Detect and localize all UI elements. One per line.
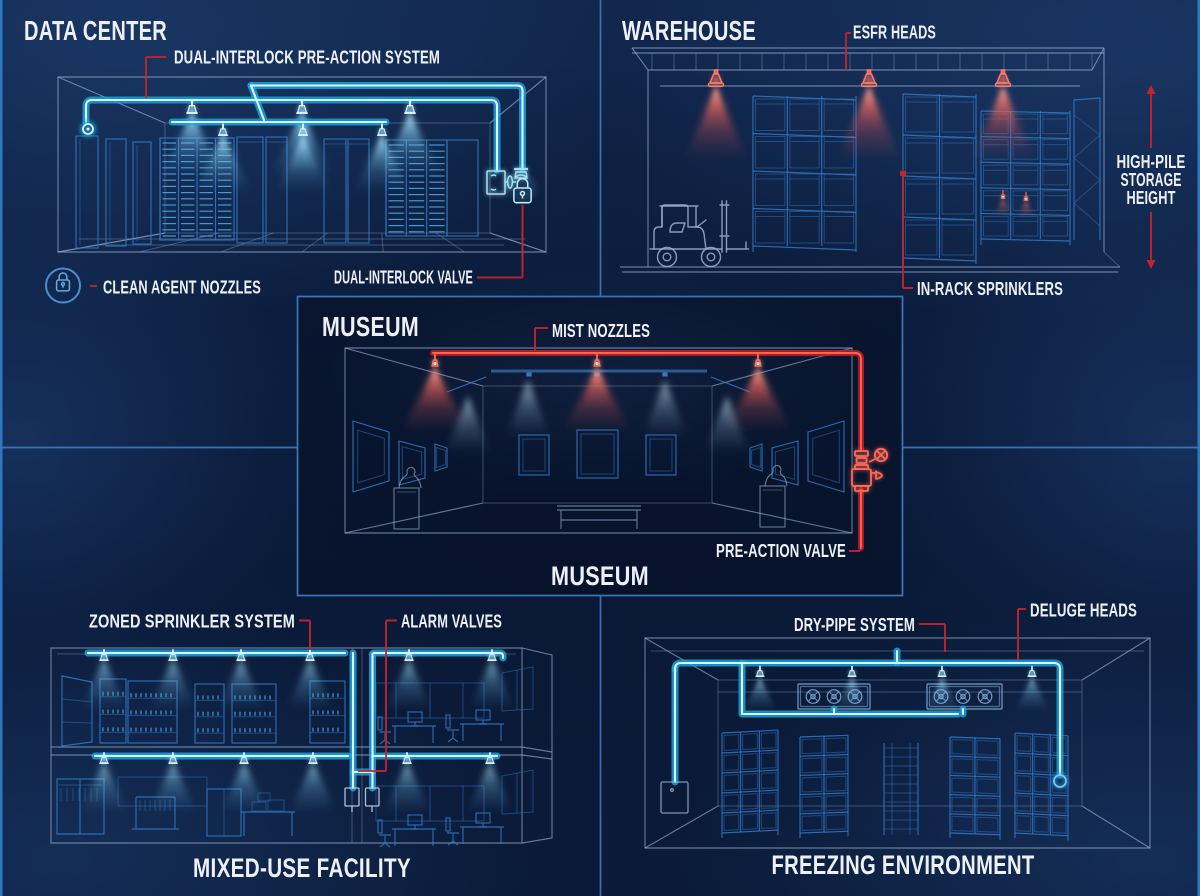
warehouse-pointer-lines xyxy=(845,32,1156,289)
label-high-pile-line1: HIGH-PILE xyxy=(1117,151,1186,172)
label-zoned-sprinkler-system: ZONED SPRINKLER SYSTEM xyxy=(89,611,295,632)
warehouse-room-illustration xyxy=(620,47,1121,273)
label-alarm-valves: ALARM VALVES xyxy=(401,611,502,632)
mixed-use-caption: MIXED-USE FACILITY xyxy=(193,853,411,883)
label-dry-pipe-system: DRY-PIPE SYSTEM xyxy=(794,614,915,635)
warehouse-storage-racks xyxy=(752,93,1101,264)
panel-freezing: DRY-PIPE SYSTEM DELUGE HEADS FREEZING EN… xyxy=(644,600,1151,880)
mixed-use-pipes xyxy=(84,649,507,812)
museum-mist-nozzle-heads xyxy=(431,352,762,367)
label-dual-interlock-pre-action-system: DUAL-INTERLOCK PRE-ACTION SYSTEM xyxy=(174,47,440,68)
museum-spray-cones xyxy=(401,367,792,452)
museum-pointer-lines xyxy=(534,327,860,552)
label-high-pile-line3: HEIGHT xyxy=(1127,187,1176,208)
museum-title: MUSEUM xyxy=(322,311,419,342)
label-clean-agent-nozzles: CLEAN AGENT NOZZLES xyxy=(103,277,261,298)
museum-red-pipes xyxy=(430,350,864,551)
warehouse-esfr-heads xyxy=(707,69,1012,88)
data-center-spray-cones xyxy=(161,112,441,192)
label-in-rack-sprinklers: IN-RACK SPRINKLERS xyxy=(917,278,1063,299)
label-mist-nozzles: MIST NOZZLES xyxy=(552,320,650,341)
padlock-circle-icon xyxy=(45,267,81,304)
freezing-caption: FREEZING ENVIRONMENT xyxy=(772,850,1035,880)
label-dual-interlock-valve: DUAL-INTERLOCK VALVE xyxy=(334,267,473,288)
data-center-pointer-lines xyxy=(90,56,524,287)
freezer-pipes xyxy=(660,647,1068,814)
mixed-use-pointer-lines xyxy=(299,619,397,772)
label-pre-action-valve: PRE-ACTION VALVE xyxy=(716,540,846,561)
label-esfr-heads: ESFR HEADS xyxy=(853,22,936,43)
data-center-sprinkler-heads xyxy=(186,99,416,136)
panel-warehouse: WAREHOUSE ESFR HEADS HIGH-PILE STORAGE H… xyxy=(620,15,1186,299)
dual-interlock-valve-icon xyxy=(486,167,537,204)
panel-mixed-use: ZONED SPRINKLER SYSTEM ALARM VALVES MIXE… xyxy=(50,611,553,883)
mixed-use-spray-cones xyxy=(81,659,515,812)
warehouse-title: WAREHOUSE xyxy=(622,15,756,46)
warehouse-spray-cones xyxy=(684,86,1035,160)
data-center-pipes xyxy=(80,82,526,174)
panel-data-center: DATA CENTER DUAL-INTERLOCK PRE-ACTION SY… xyxy=(24,15,547,304)
freezer-storage-racks xyxy=(721,729,1069,841)
label-high-pile-line2: STORAGE xyxy=(1121,169,1182,190)
forklift-icon xyxy=(649,200,750,268)
freezer-spray-cones xyxy=(743,677,1049,711)
panel-museum: MUSEUM MIST NOZZLES PRE-ACTION VALVE MUS… xyxy=(322,311,889,591)
freezer-pointer-lines xyxy=(919,608,1026,660)
label-deluge-heads: DELUGE HEADS xyxy=(1030,600,1137,621)
museum-caption: MUSEUM xyxy=(551,561,649,591)
data-center-title: DATA CENTER xyxy=(24,15,167,46)
mixed-use-sprinkler-heads xyxy=(99,649,497,764)
pre-action-valve-icon xyxy=(851,447,889,492)
deluge-heads-icons xyxy=(755,665,1037,677)
